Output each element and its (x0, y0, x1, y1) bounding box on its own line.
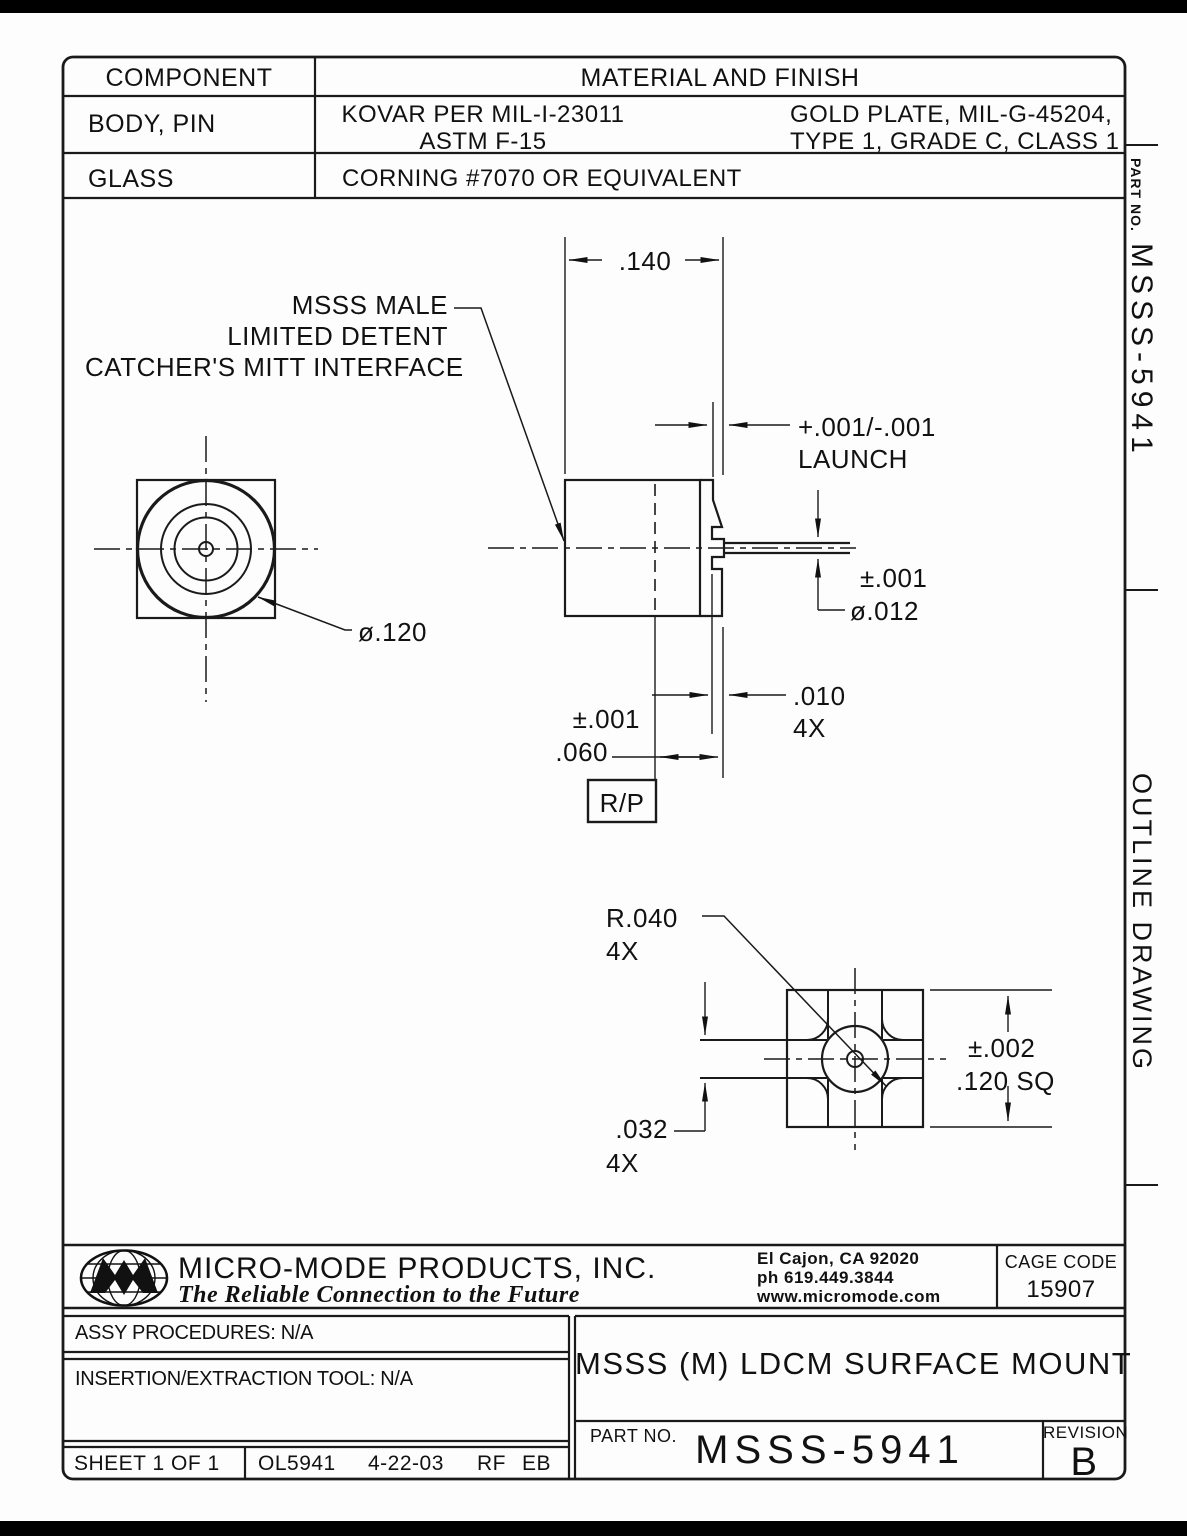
callout-line3: CATCHER'S MITT INTERFACE (85, 352, 464, 382)
dim-pin-tol: ±.001 (860, 563, 928, 593)
scan-artifact-bottom (0, 1521, 1187, 1536)
assy-procedures: ASSY PROCEDURES: N/A (75, 1322, 314, 1344)
dim-tab: .010 (793, 681, 846, 711)
bottom-view (674, 915, 1052, 1150)
dim-sq: .120 SQ (956, 1066, 1055, 1096)
front-view (94, 436, 352, 702)
dim-offset: .060 (555, 737, 608, 767)
part-no-value: MSSS-5941 (695, 1428, 965, 1472)
doc-date: 4-22-03 (368, 1452, 444, 1475)
dim-launch-tol: +.001/-.001 (798, 412, 936, 442)
dim-pin-dia: ø.012 (850, 596, 919, 626)
sheet-frame (61, 55, 1158, 1481)
table-row-material-a1: KOVAR PER MIL-I-23011 (341, 101, 625, 128)
dim-launch-label: LAUNCH (798, 444, 908, 474)
sheet-number: SHEET 1 OF 1 (74, 1452, 220, 1475)
dim-sq-tol: ±.002 (968, 1033, 1036, 1063)
dim-radius: R.040 (606, 903, 678, 933)
part-no-label: PART NO. (590, 1426, 678, 1446)
dim-front-dia: ø.120 (358, 617, 427, 647)
company-name: MICRO-MODE PRODUCTS, INC. (178, 1252, 657, 1285)
table-header-component: COMPONENT (105, 64, 273, 92)
scan-artifact-top (0, 0, 1187, 13)
drawing-title: MSSS (M) LDCM SURFACE MOUNT (575, 1346, 1133, 1381)
callout-line1: MSSS MALE (291, 290, 448, 320)
table-row-material-b1: GOLD PLATE, MIL-G-45204, (790, 101, 1113, 128)
table-row-material-a2: ASTM F-15 (419, 128, 547, 155)
dim-offset-tol: ±.001 (572, 704, 640, 734)
revision-label: REVISION (1043, 1423, 1129, 1442)
callout-line2: LIMITED DETENT (227, 321, 448, 351)
micro-mode-logo (79, 1249, 169, 1307)
dim-radius-qty: 4X (606, 936, 639, 966)
rp-flag: R/P (599, 788, 645, 818)
dim-slot-qty: 4X (606, 1148, 639, 1178)
margin-part-no-label: PART NO. (1128, 158, 1144, 232)
dim-slot: .032 (615, 1114, 668, 1144)
company-tagline: The Reliable Connection to the Future (178, 1282, 580, 1308)
revision-value: B (1070, 1440, 1098, 1484)
company-address-line2: ph 619.449.3844 (757, 1268, 894, 1287)
table-row-material: CORNING #7070 OR EQUIVALENT (342, 165, 742, 192)
side-view (454, 237, 856, 824)
doc-initials-1: RF (477, 1452, 506, 1475)
cage-code-value: 15907 (1026, 1276, 1096, 1303)
table-row-component: GLASS (88, 165, 174, 193)
doc-initials-2: EB (522, 1452, 552, 1475)
margin-part-no: MSSS-5941 (1125, 243, 1158, 459)
dim-tab-qty: 4X (793, 713, 826, 743)
cage-code-label: CAGE CODE (1004, 1252, 1118, 1272)
margin-doc-type: OUTLINE DRAWING (1127, 773, 1157, 1073)
insertion-extraction-tool: INSERTION/EXTRACTION TOOL: N/A (75, 1368, 413, 1390)
company-address-line1: El Cajon, CA 92020 (757, 1249, 920, 1268)
company-address-line3: www.micromode.com (757, 1287, 941, 1306)
dim-width-140: .140 (618, 246, 672, 276)
table-row-material-b2: TYPE 1, GRADE C, CLASS 1 (790, 128, 1120, 155)
table-row-component: BODY, PIN (88, 110, 216, 138)
table-header-material: MATERIAL AND FINISH (580, 64, 860, 92)
title-block-lines (63, 1243, 1125, 1479)
doc-number: OL5941 (258, 1452, 336, 1475)
